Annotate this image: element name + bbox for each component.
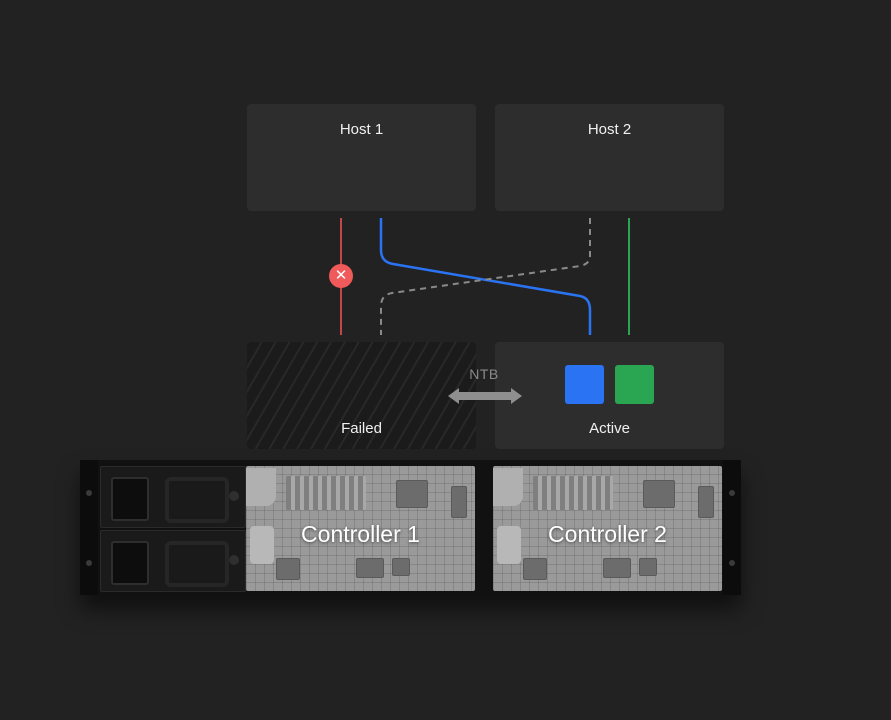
serial-port-icon [698, 486, 714, 518]
module-latch [250, 526, 274, 564]
active-controller-box: Active [495, 342, 724, 449]
controller-2-label: Controller 2 [548, 521, 667, 547]
host-1-box: Host 1 [247, 104, 476, 211]
failed-controller-box: Failed [247, 342, 476, 449]
controller-1-label: Controller 1 [301, 521, 420, 547]
screw-icon [729, 490, 735, 496]
module-latch [497, 526, 521, 564]
failed-label: Failed [341, 420, 382, 437]
vent-grille [533, 476, 613, 510]
mgmt-port-icon [639, 558, 657, 576]
double-arrow-icon [448, 388, 522, 404]
host1-active-path [379, 218, 592, 335]
module-tab [493, 468, 523, 506]
screw-icon [86, 560, 92, 566]
left-rack-ear [80, 460, 98, 595]
psu-handle [165, 477, 229, 523]
active-port-blue [565, 365, 604, 404]
module-tab [246, 468, 276, 506]
host-2-box: Host 2 [495, 104, 724, 211]
controller-2-module: Controller 2 [493, 466, 722, 591]
rj45-port-icon [523, 558, 547, 580]
active-label: Active [589, 420, 630, 437]
storage-chassis: Controller 1 Controller 2 [80, 460, 741, 595]
vent-grille [286, 476, 366, 510]
psu-handle [165, 541, 229, 587]
network-port-icon [643, 480, 675, 508]
mgmt-port-icon [392, 558, 410, 576]
host-2-label: Host 2 [587, 121, 632, 138]
usb-port-icon [356, 558, 384, 578]
power-supply-2 [100, 530, 246, 592]
active-port-green [615, 365, 654, 404]
network-port-icon [396, 480, 428, 508]
power-supply-1 [100, 466, 246, 528]
rj45-port-icon [276, 558, 300, 580]
power-plug-icon [111, 477, 149, 521]
failure-x-icon: ✕ [329, 264, 353, 288]
controller-1-module: Controller 1 [246, 466, 475, 591]
ntb-label: NTB [469, 366, 499, 382]
screw-icon [729, 560, 735, 566]
host-1-label: Host 1 [339, 121, 384, 138]
usb-port-icon [603, 558, 631, 578]
screw-icon [86, 490, 92, 496]
psu-knob [229, 555, 239, 565]
host2-standby-path [380, 218, 591, 335]
psu-knob [229, 491, 239, 501]
power-plug-icon [111, 541, 149, 585]
serial-port-icon [451, 486, 467, 518]
right-rack-ear [723, 460, 741, 595]
